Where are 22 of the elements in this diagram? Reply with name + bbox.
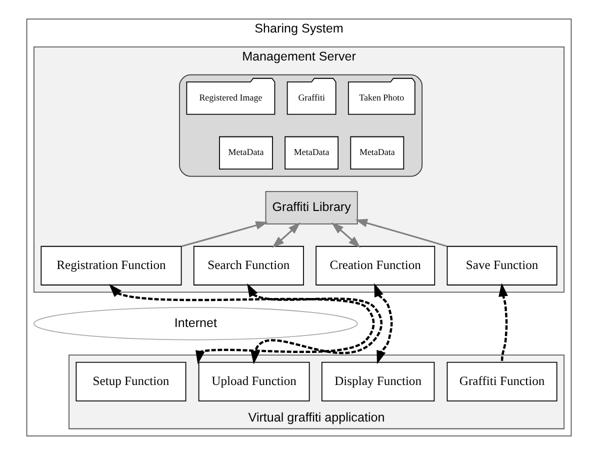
cluster — [178, 74, 422, 177]
arrow — [498, 282, 508, 361]
node-box: Creation Function — [315, 246, 435, 286]
node-box: Save Function — [446, 246, 557, 286]
arrow — [108, 284, 374, 364]
arrow — [272, 222, 300, 248]
node-box: Search Function — [192, 246, 304, 286]
node-box: Display Function — [320, 362, 434, 402]
node-box: Upload Function — [198, 362, 310, 402]
node-box: Registration Function — [40, 246, 182, 286]
node-box: Setup Function — [75, 362, 186, 402]
node-box: Graffiti Library — [264, 191, 358, 224]
node-box: Graffiti Function — [446, 362, 557, 402]
node-box: MetaData — [350, 136, 404, 170]
arrow — [246, 283, 382, 364]
arrow — [330, 222, 360, 248]
arrow — [374, 283, 392, 364]
node-ellipse: Internet — [33, 307, 358, 340]
node-box: MetaData — [284, 136, 338, 170]
arrow — [180, 221, 268, 248]
arrow — [354, 218, 447, 248]
node-box: MetaData — [218, 136, 272, 170]
